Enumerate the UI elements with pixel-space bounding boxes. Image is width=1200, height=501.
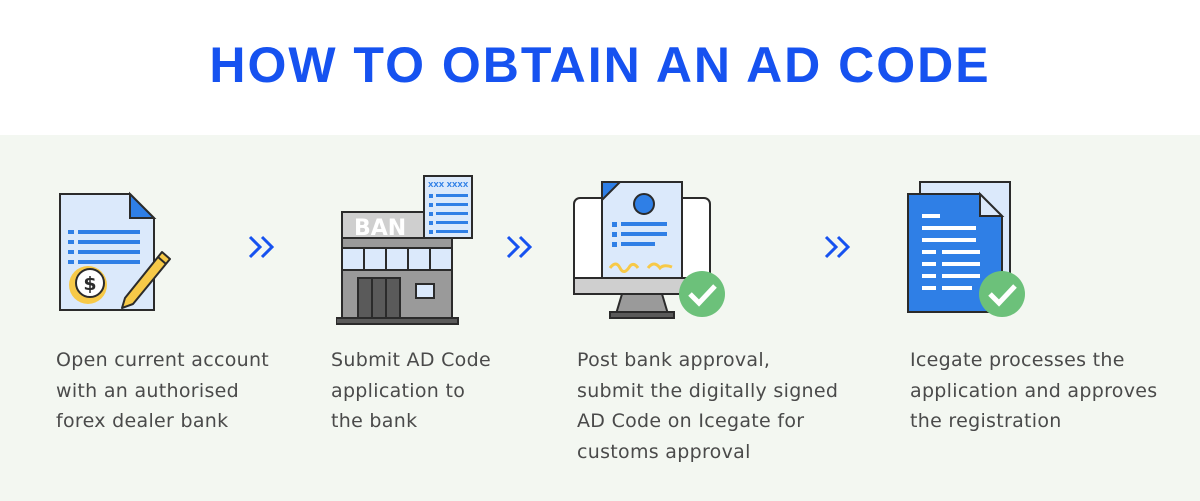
- page-title: HOW TO OBTAIN AN AD CODE: [209, 37, 991, 93]
- step-4-caption: Icegate processes the application and ap…: [910, 349, 1158, 432]
- form-header-text: XXX XXXX: [428, 181, 469, 189]
- step-2-caption: Submit AD Code application to the bank: [331, 349, 491, 432]
- double-chevron-right-icon: [824, 235, 851, 259]
- document-stack-check-icon: [907, 181, 1025, 317]
- document-pencil-dollar-icon: $: [59, 191, 171, 311]
- step-3-caption: Post bank approval, submit the digitally…: [577, 349, 839, 463]
- double-chevron-right-icon: [506, 235, 533, 259]
- bank-document-icon: BAN XXX XXXX: [336, 175, 473, 325]
- double-chevron-right-icon: [248, 235, 275, 259]
- monitor-certificate-check-icon: [573, 181, 725, 319]
- bank-sign-text: BAN: [354, 216, 406, 241]
- svg-text:$: $: [83, 273, 96, 295]
- step-1-caption: Open current account with an authorised …: [56, 349, 270, 432]
